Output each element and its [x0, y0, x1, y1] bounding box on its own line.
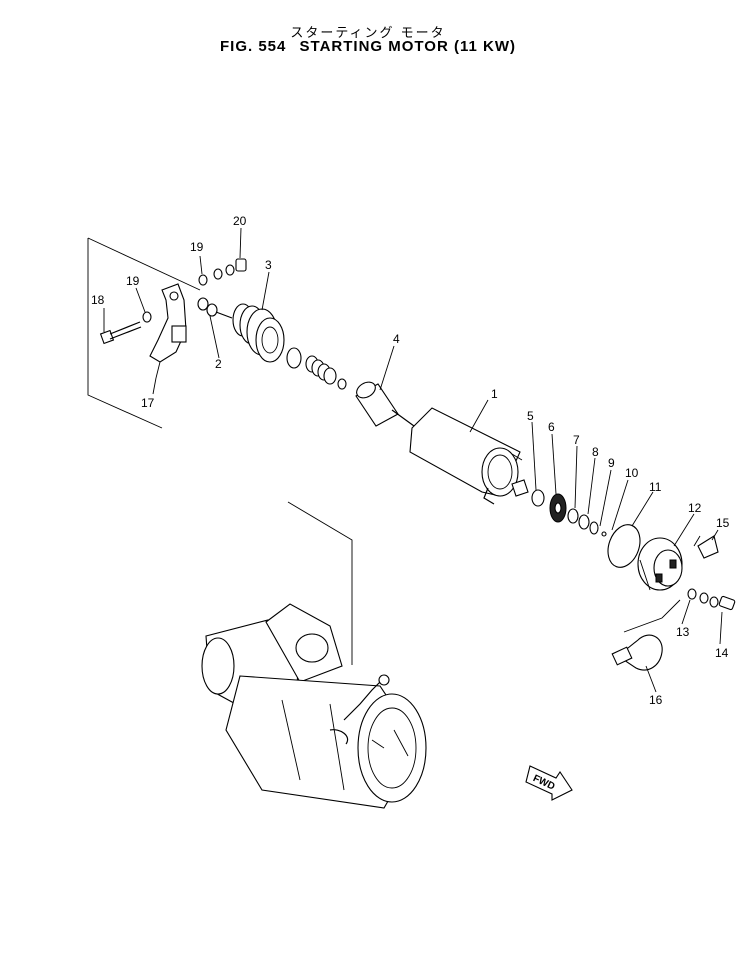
- callout-19-top: 19: [190, 240, 204, 254]
- callout-19-left: 19: [126, 274, 140, 288]
- group-bracket-lines: [87, 237, 201, 429]
- part-9-ring: [589, 521, 599, 535]
- part-5-bearing: [511, 479, 545, 507]
- callout-2: 2: [215, 357, 222, 371]
- callout-15: 15: [716, 516, 730, 530]
- part-11-o-ring: [607, 524, 641, 568]
- callout-labels: 1 2 3 4 5 6 7 8 9 10 11 12 13 14 15 16 1…: [91, 214, 730, 707]
- callout-8: 8: [592, 445, 599, 459]
- group-assembly-lines: [287, 501, 353, 665]
- part-4-plunger: [355, 381, 415, 427]
- leader-lines: [103, 227, 723, 693]
- callout-5: 5: [527, 409, 534, 423]
- part-19-washer-top: [198, 274, 208, 286]
- part-20-nuts: [213, 258, 247, 280]
- callout-6: 6: [548, 420, 555, 434]
- part-2-pin: [197, 297, 233, 319]
- figure-title-japanese: スターティング モータ: [290, 26, 446, 41]
- callout-14: 14: [715, 646, 729, 660]
- part-3-boot: [232, 303, 285, 363]
- figure-title: FIG. 554 STARTING MOTOR (11 KW): [0, 38, 736, 55]
- callout-7: 7: [573, 433, 580, 447]
- callout-4: 4: [393, 332, 400, 346]
- assembled-starting-motor: [201, 603, 427, 809]
- callout-3: 3: [265, 258, 272, 272]
- figure-name: STARTING MOTOR (11 KW): [299, 38, 516, 55]
- callout-1: 1: [491, 387, 498, 401]
- fwd-direction-badge: FWD: [525, 765, 573, 801]
- part-17-lever: [149, 283, 187, 379]
- callout-9: 9: [608, 456, 615, 470]
- part-6-gear: [549, 493, 567, 523]
- part-1-housing: [409, 407, 523, 505]
- figure-number: FIG. 554: [220, 38, 287, 55]
- part-19-washer-left: [142, 311, 152, 323]
- part-13-washer: [687, 588, 697, 600]
- callout-11: 11: [649, 480, 662, 494]
- callout-10: 10: [625, 466, 639, 480]
- callout-18: 18: [91, 293, 105, 307]
- part-spring: [286, 347, 347, 390]
- part-12-end-cover: [637, 537, 683, 591]
- part-16-boot: [611, 599, 681, 671]
- callout-12: 12: [688, 501, 702, 515]
- callout-16: 16: [649, 693, 663, 707]
- part-15-cap: [693, 535, 719, 559]
- part-10-pin: [601, 531, 607, 537]
- part-14-nut: [699, 592, 736, 611]
- part-8-washer: [578, 514, 590, 530]
- part-18-bolt: [99, 321, 142, 345]
- callout-20: 20: [233, 214, 247, 228]
- callout-13: 13: [676, 625, 690, 639]
- callout-17: 17: [141, 396, 155, 410]
- part-7-washer: [567, 508, 579, 524]
